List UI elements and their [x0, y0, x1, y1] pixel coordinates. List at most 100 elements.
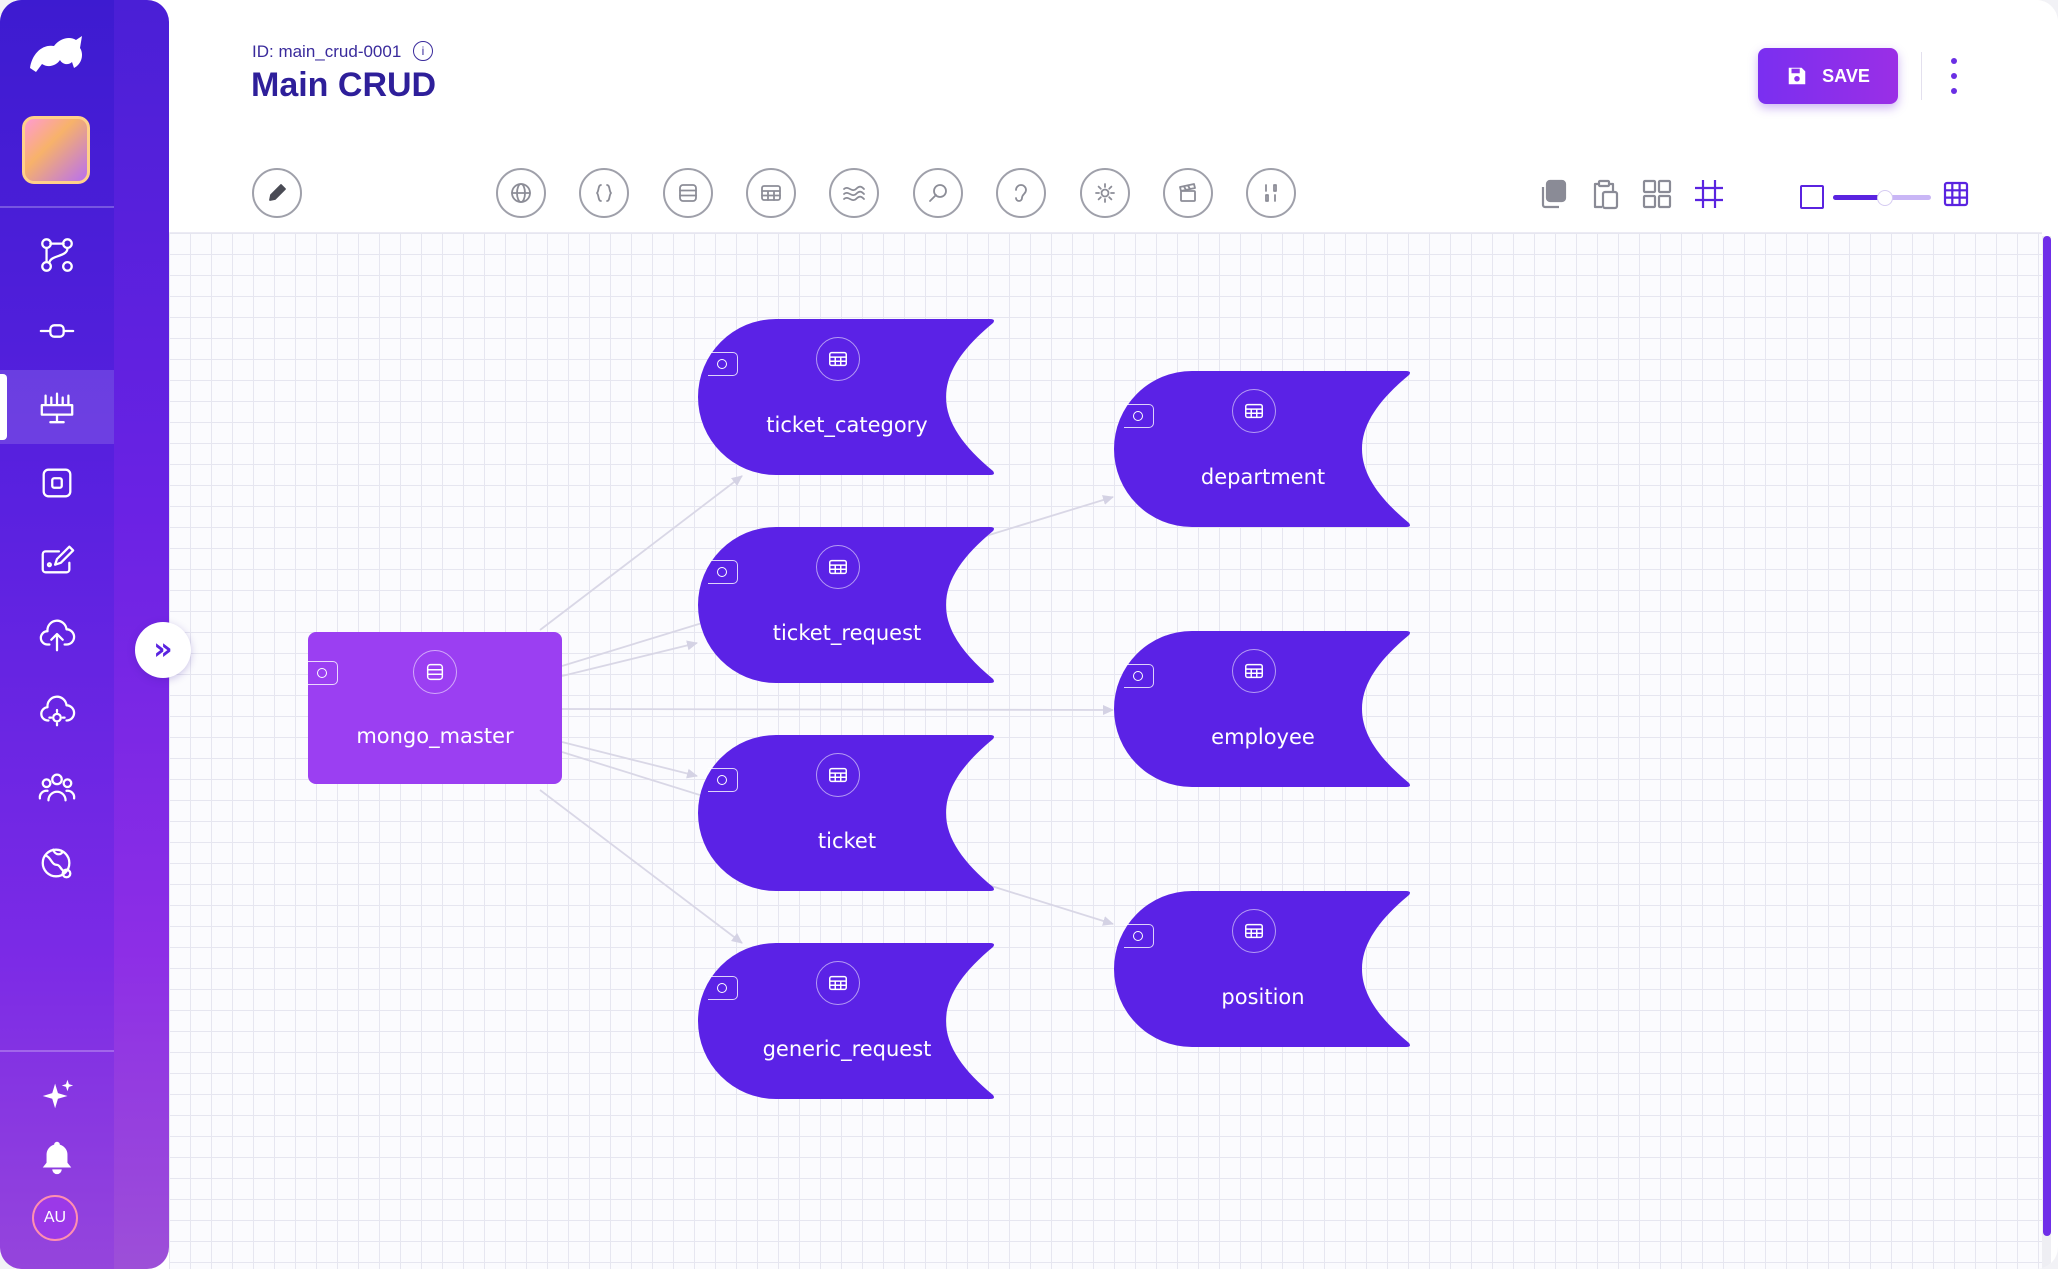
node-port[interactable]	[1124, 664, 1154, 688]
double-chevron-right-icon: »	[153, 632, 173, 667]
table-icon	[1232, 909, 1276, 953]
node-port[interactable]	[1124, 924, 1154, 948]
sidebar-item-editor[interactable]	[0, 522, 114, 596]
node-port[interactable]	[308, 661, 338, 685]
zoom-out-icon[interactable]	[1800, 185, 1824, 209]
table-node-generic-request[interactable]: generic_request	[698, 943, 996, 1099]
flow-canvas[interactable]	[169, 232, 2042, 1269]
source-node-mongo-master[interactable]: mongo_master	[308, 632, 562, 784]
clapperboard-icon	[1179, 183, 1196, 202]
http-tool-button[interactable]	[496, 168, 546, 218]
grid-layout-button[interactable]	[1637, 174, 1677, 214]
sidebar-item-components[interactable]	[0, 446, 114, 520]
node-port[interactable]	[708, 768, 738, 792]
sidebar-item-users[interactable]	[0, 750, 114, 824]
grid-layout-icon	[1642, 179, 1672, 209]
table-icon	[1232, 649, 1276, 693]
expand-sidebar-button[interactable]: »	[135, 622, 191, 678]
monitor-icon	[40, 392, 74, 424]
listener-tool-button[interactable]	[996, 168, 1046, 218]
snap-grid-button[interactable]	[1689, 174, 1729, 214]
canvas-scrollbar-thumb[interactable]	[2043, 236, 2051, 1236]
node-label: ticket	[817, 829, 877, 853]
pencil-icon	[269, 184, 286, 201]
paste-icon	[1593, 179, 1619, 210]
node-port[interactable]	[1124, 404, 1154, 428]
logo-icon	[30, 36, 82, 72]
sidebar-item-deploy[interactable]	[0, 598, 114, 672]
save-button[interactable]: SAVE	[1758, 48, 1898, 104]
sidebar-item-monitor[interactable]	[0, 370, 114, 444]
table-icon	[816, 961, 860, 1005]
sidebar-item-notifications[interactable]	[0, 1120, 114, 1194]
sparkle-icon	[42, 1079, 74, 1109]
paste-button[interactable]	[1585, 174, 1625, 214]
globe-icon	[511, 183, 531, 203]
document-id: ID: main_crud-0001	[252, 42, 402, 61]
settings-tool-button[interactable]	[1080, 168, 1130, 218]
database-tool-button[interactable]	[663, 168, 713, 218]
node-port[interactable]	[708, 976, 738, 1000]
hash-grid-icon	[1695, 180, 1723, 208]
sidebar-item-network[interactable]	[0, 826, 114, 900]
info-icon[interactable]: i	[413, 41, 433, 61]
sidebar-divider	[0, 206, 114, 208]
search-icon	[929, 184, 947, 202]
table-node-ticket[interactable]: ticket	[698, 735, 996, 891]
sidebar-item-commits[interactable]	[0, 294, 114, 368]
cloud-gear-icon	[40, 695, 76, 727]
table-node-ticket-category[interactable]: ticket_category	[698, 319, 996, 475]
node-port[interactable]	[708, 560, 738, 584]
table-node-ticket-request[interactable]: ticket_request	[698, 527, 996, 683]
waves-icon	[843, 185, 865, 202]
users-icon	[38, 773, 76, 802]
media-tool-button[interactable]	[1163, 168, 1213, 218]
edit-icon	[41, 545, 75, 574]
node-label: ticket_request	[772, 621, 922, 645]
node-label: employee	[1211, 725, 1315, 749]
stream-tool-button[interactable]	[829, 168, 879, 218]
edit-tool-button[interactable]	[252, 168, 302, 218]
zoom-slider-thumb[interactable]	[1877, 190, 1893, 206]
table-node-position[interactable]: position	[1114, 891, 1412, 1047]
script-tool-button[interactable]	[579, 168, 629, 218]
node-label: position	[1221, 985, 1305, 1009]
more-options-button[interactable]	[1944, 58, 1964, 94]
node-label: generic_request	[762, 1037, 932, 1061]
sidebar-divider-bottom	[0, 1050, 114, 1052]
node-label: mongo_master	[356, 724, 514, 748]
table-node-department[interactable]: department	[1114, 371, 1412, 527]
flow-icon	[41, 238, 73, 272]
node-port[interactable]	[708, 352, 738, 376]
table-icon	[761, 185, 781, 201]
app-thumbnail[interactable]	[22, 116, 90, 184]
table-node-employee[interactable]: employee	[1114, 631, 1412, 787]
zoom-slider-fill	[1833, 195, 1885, 200]
sidebar-rail: AU	[0, 0, 114, 1269]
binary-tool-button[interactable]	[1246, 168, 1296, 218]
ear-icon	[1015, 184, 1027, 202]
table-icon	[816, 337, 860, 381]
sidebar-item-ai[interactable]	[0, 1058, 114, 1132]
sidebar-item-cloud-settings[interactable]	[0, 674, 114, 748]
braces-icon	[596, 184, 612, 202]
database-icon	[679, 184, 697, 202]
table-grid-icon	[1943, 181, 1969, 207]
page-title: Main CRUD	[251, 66, 437, 104]
sidebar-item-flows[interactable]	[0, 218, 114, 292]
avatar[interactable]: AU	[32, 1195, 78, 1241]
commit-icon	[39, 324, 75, 338]
copy-button[interactable]	[1533, 174, 1573, 214]
database-icon	[413, 650, 457, 694]
search-tool-button[interactable]	[913, 168, 963, 218]
table-icon	[1232, 389, 1276, 433]
binary-icon	[1265, 184, 1277, 202]
table-tool-button[interactable]	[746, 168, 796, 218]
copy-icon	[1541, 179, 1567, 209]
cloud-upload-icon	[39, 619, 76, 652]
square-icon	[42, 468, 72, 498]
header: ID: main_crud-0001 i Main CRUD SAVE	[169, 0, 2058, 232]
bell-icon	[42, 1141, 72, 1175]
zoom-in-button[interactable]	[1936, 174, 1976, 214]
